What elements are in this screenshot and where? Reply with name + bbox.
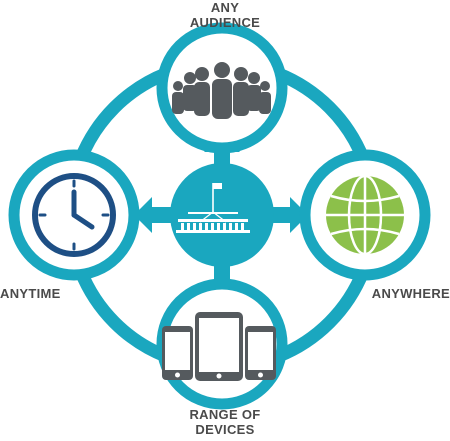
label-any-audience: ANY AUDIENCE [160, 0, 290, 30]
label-range-of-devices: RANGE OF DEVICES [150, 407, 300, 437]
center-circle [170, 163, 274, 267]
clock-icon [32, 173, 116, 257]
label-devices: DEVICES [195, 422, 255, 437]
label-anytime: ANYTIME [0, 286, 61, 301]
devices-icon [162, 312, 276, 381]
label-range-of: RANGE OF [189, 407, 261, 422]
label-any: ANY [210, 0, 240, 15]
globe-icon [326, 174, 404, 256]
label-anywhere: ANYWHERE [371, 286, 450, 301]
label-audience: AUDIENCE [189, 15, 261, 30]
parliament-house-icon [176, 183, 250, 233]
people-group-icon [172, 62, 271, 119]
